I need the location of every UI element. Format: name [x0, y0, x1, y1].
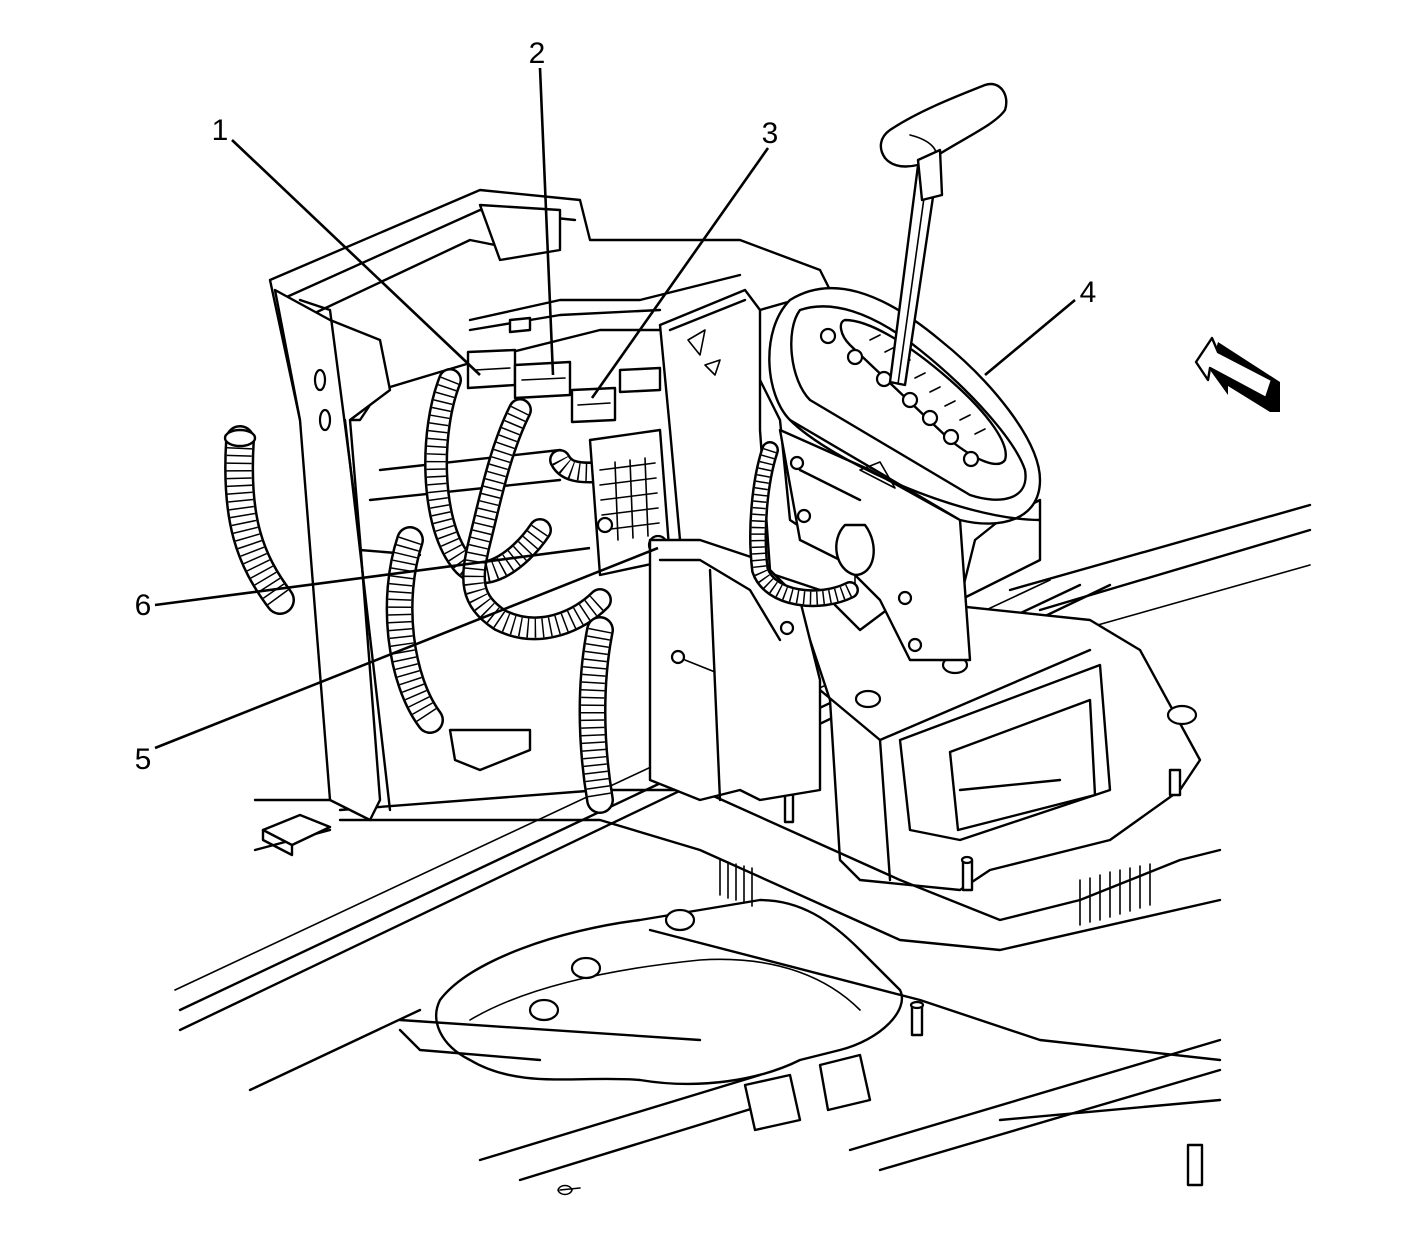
- electrical-connectors: [466, 348, 662, 424]
- connector-3: [570, 386, 617, 424]
- leader-line-5: [154, 546, 659, 750]
- module-pins: [599, 457, 660, 541]
- callouts: 1 2 3 4 5 6: [135, 37, 1097, 776]
- console-bracket: [338, 538, 1222, 1187]
- callout-3: 3: [762, 117, 779, 150]
- shifter-assembly: [758, 82, 1042, 662]
- sheet-mark-icon: [557, 1184, 573, 1196]
- floor-pan: [174, 503, 1312, 1191]
- floor-duct: [398, 898, 903, 1132]
- leader-line-4: [984, 299, 1076, 376]
- wiring-harness-left: [223, 368, 661, 814]
- callout-5: 5: [135, 743, 152, 776]
- leader-lines: [154, 67, 1076, 750]
- forward-direction-arrow-icon: [1194, 336, 1280, 412]
- callout-2: 2: [529, 37, 546, 70]
- callout-4: 4: [1080, 276, 1097, 309]
- leader-line-3: [590, 147, 770, 399]
- shifter-harness: [749, 441, 859, 608]
- callout-1: 1: [212, 114, 229, 147]
- leader-line-6: [154, 546, 591, 607]
- shifter-bracket: [648, 288, 822, 802]
- leader-line-2: [538, 67, 555, 376]
- leader-line-1: [231, 139, 481, 376]
- callout-6: 6: [135, 589, 152, 622]
